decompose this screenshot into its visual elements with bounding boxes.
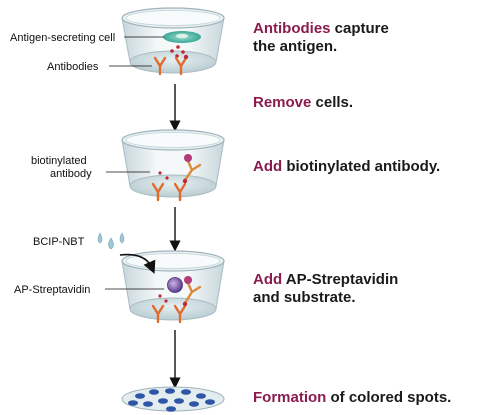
step-2-text: Remove cells. (253, 94, 353, 112)
step-4-text: Add AP-Streptavidin and substrate. (253, 271, 398, 307)
step-3-text: Add biotinylated antibody. (253, 158, 440, 176)
step-4-line2: and substrate. (253, 289, 356, 306)
step-1-text: Antibodies capture the antigen. (253, 20, 389, 56)
antibodies-1 (153, 56, 188, 76)
step-1-highlight: Antibodies (253, 20, 331, 37)
step-5-highlight: Formation (253, 389, 327, 406)
step-5-text: Formation of colored spots. (253, 389, 451, 407)
dish-2: biotinylated antibody (31, 129, 225, 202)
label-antibody: antibody (50, 168, 92, 180)
biotin-icon (184, 154, 192, 162)
label-bcip-nbt: BCIP-NBT (33, 236, 85, 248)
spot-membrane (121, 386, 225, 412)
step-1-line2: the antigen. (253, 38, 338, 55)
dish-3: AP-Streptavidin (14, 250, 225, 324)
step-4-highlight: Add (253, 271, 283, 288)
step-2-highlight: Remove (253, 94, 312, 111)
arrow-add-substrate (119, 253, 156, 274)
step-4-rest: AP-Streptavidin (282, 271, 399, 288)
antibodies-2 (151, 159, 202, 202)
step-2-rest: cells. (311, 94, 354, 111)
label-antibodies: Antibodies (47, 61, 99, 73)
step-1-rest: capture (330, 20, 389, 37)
step-3-rest: biotinylated antibody. (282, 158, 441, 175)
water-drops-icon (97, 232, 125, 250)
step-5-rest: of colored spots. (326, 389, 452, 406)
step-3-highlight: Add (253, 158, 283, 175)
colored-spots (128, 388, 215, 412)
dish-1: Antigen-secreting cell Antibodies (10, 7, 225, 76)
ap-streptavidin-icon (167, 277, 183, 293)
antibodies-3 (151, 281, 202, 324)
label-biotinylated: biotinylated (31, 155, 87, 167)
label-antigen-secreting-cell: Antigen-secreting cell (10, 32, 115, 44)
label-ap-streptavidin: AP-Streptavidin (14, 284, 90, 296)
antigen-dots (170, 45, 185, 58)
